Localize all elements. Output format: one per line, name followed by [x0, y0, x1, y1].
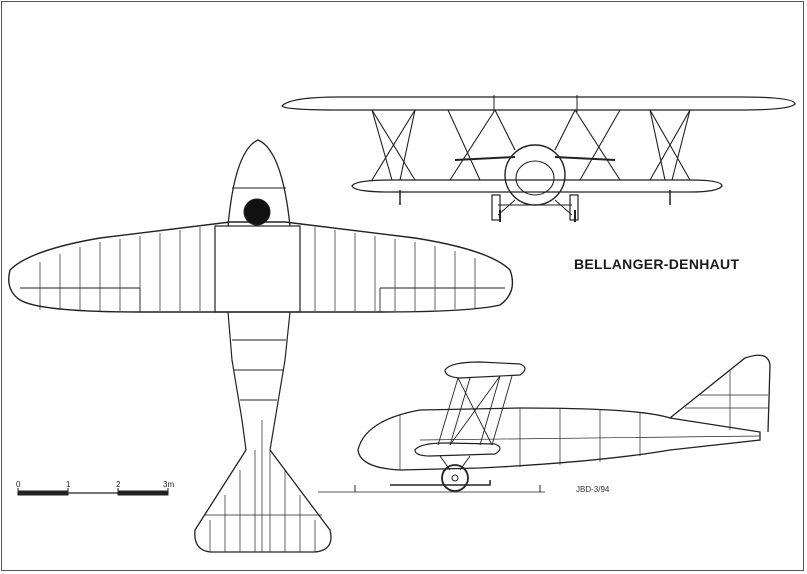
- front-view-upper-wing: [281, 96, 796, 111]
- scale-tick-0: 0: [16, 480, 21, 489]
- top-view-wing-ribs: [39, 227, 476, 311]
- top-view-nose: [227, 139, 291, 227]
- side-view-upper-wing: [444, 361, 526, 379]
- top-view-tailplane: [194, 449, 332, 553]
- front-view: [281, 95, 796, 222]
- front-view-lower-wing: [351, 179, 723, 193]
- scale-tick-2: 2: [116, 480, 121, 489]
- top-view-wing: [8, 221, 514, 313]
- top-view-fuselage: [227, 311, 291, 451]
- side-view: [318, 354, 771, 493]
- front-view-struts: [371, 109, 691, 181]
- side-view-fin: [669, 354, 771, 433]
- drawing-title: BELLANGER-DENHAUT: [574, 256, 740, 272]
- front-view-cowl: [504, 144, 566, 206]
- side-view-wheel: [441, 464, 469, 492]
- scale-tick-1: 1: [66, 480, 71, 489]
- side-view-lower-wing: [414, 442, 501, 457]
- top-view: [8, 139, 514, 553]
- scale-bar: [17, 488, 169, 496]
- scale-tick-3: 3m: [163, 480, 175, 489]
- drawing-reference: JBD-3/94: [576, 485, 610, 494]
- cockpit-circle: [243, 198, 271, 226]
- side-view-fuselage: [357, 407, 761, 471]
